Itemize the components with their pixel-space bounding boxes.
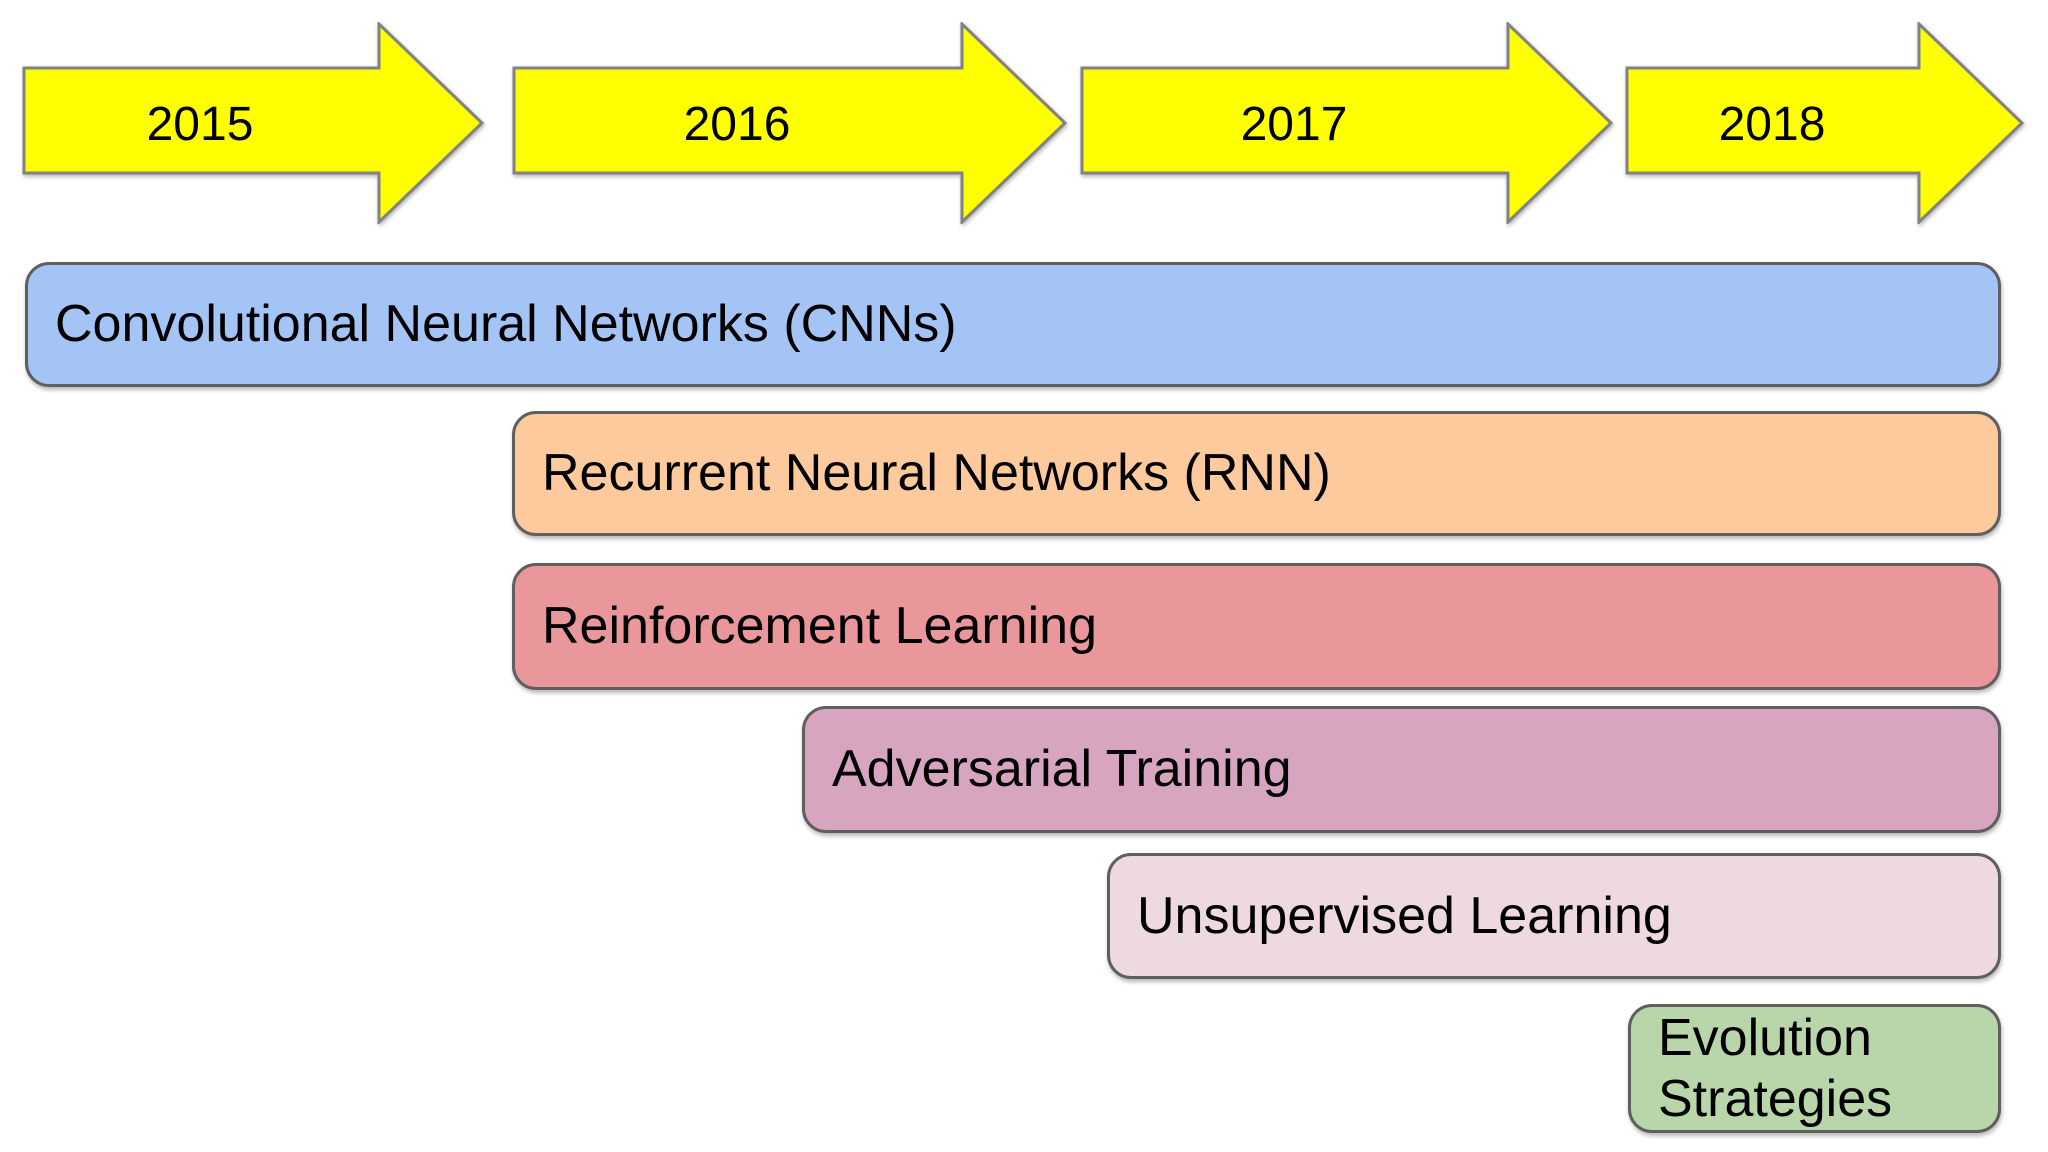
year-label: 2016 bbox=[684, 98, 791, 151]
arrow-shape bbox=[1625, 22, 2024, 224]
bar-reinforcement-learning: Reinforcement Learning bbox=[512, 563, 2001, 690]
bar-convolutional-neural-networks: Convolutional Neural Networks (CNNs) bbox=[25, 262, 2001, 387]
year-label: 2018 bbox=[1719, 98, 1826, 151]
bar-label: Adversarial Training bbox=[832, 740, 1292, 799]
bar-evolution-strategies: Evolution Strategies bbox=[1628, 1004, 2001, 1133]
year-label: 2015 bbox=[147, 98, 254, 151]
year-arrow-2018: 2018 bbox=[1625, 22, 2024, 224]
year-arrow-2015: 2015 bbox=[22, 22, 484, 224]
bar-label: Unsupervised Learning bbox=[1137, 886, 1672, 945]
bar-adversarial-training: Adversarial Training bbox=[802, 706, 2001, 833]
year-arrow-2017: 2017 bbox=[1080, 22, 1613, 224]
bar-unsupervised-learning: Unsupervised Learning bbox=[1107, 853, 2001, 979]
arrow-shape bbox=[22, 22, 484, 224]
arrow-shape bbox=[1080, 22, 1613, 224]
year-arrow-2016: 2016 bbox=[512, 22, 1067, 224]
arrow-shape bbox=[512, 22, 1067, 224]
bar-label: Reinforcement Learning bbox=[542, 597, 1097, 656]
bar-recurrent-neural-networks: Recurrent Neural Networks (RNN) bbox=[512, 411, 2001, 536]
bar-label: Evolution Strategies bbox=[1658, 1008, 1893, 1128]
year-label: 2017 bbox=[1241, 98, 1348, 151]
bar-label: Convolutional Neural Networks (CNNs) bbox=[55, 295, 957, 354]
bar-label: Recurrent Neural Networks (RNN) bbox=[542, 444, 1331, 503]
